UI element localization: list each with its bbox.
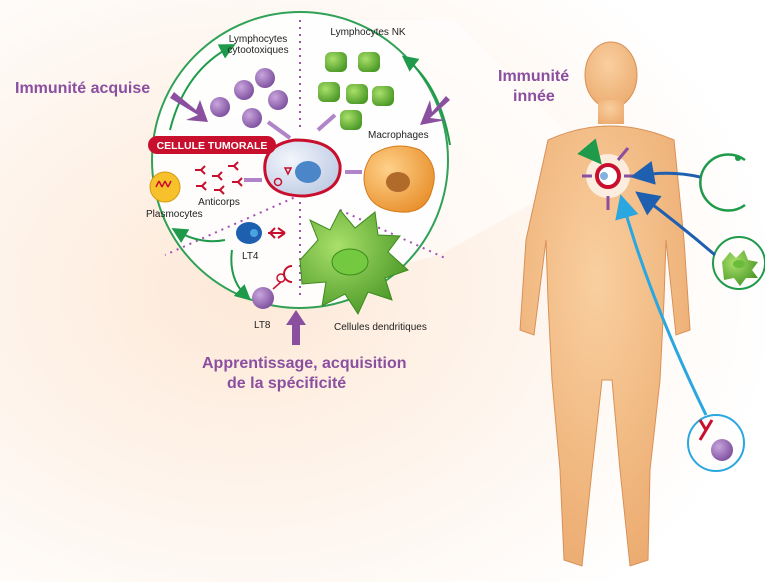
tumor-label: CELLULE TUMORALE [157,140,268,152]
immunite-innee-label-1: Immunité [498,68,569,85]
macrophages-label: Macrophages [368,130,429,141]
lt8-icon [252,265,293,309]
blue-arrow-1 [630,161,701,185]
lymphocytes-nk-label: Lymphocytes NK [330,27,406,38]
dotted-dividers [164,20,446,300]
cellules-dendritiques-label: Cellules dendritiques [334,322,427,333]
immunite-innee-label-2: innée [513,88,555,105]
green-arrows [169,44,451,301]
arrow-innee [420,96,450,125]
lt8-label: LT8 [254,320,271,331]
nk-cell-icon [318,52,394,130]
arrow-nk [316,113,337,132]
blue-arrow-2 [635,191,716,257]
apprentissage-label-1: Apprentissage, acquisition [202,355,406,372]
tumor-label-badge: CELLULE TUMORALE [148,136,276,154]
dendritic-cell-icon [299,209,409,316]
plasmocyte-icon [149,171,181,203]
dendritic-cell-icon [712,236,765,290]
side-receptor-icon [699,153,746,212]
tumor-cell-icon [263,138,342,198]
plasmocytes-label: Plasmocytes [146,209,203,220]
antibody-icon [195,161,243,195]
macrophage-icon [363,145,435,213]
light-blue-arrow [615,194,708,416]
lt4-icon [236,222,286,244]
lt4-label: LT4 [242,251,259,262]
arrow-acquise [170,92,208,122]
human-body-icon [519,41,691,567]
arrow-cyto [266,120,292,140]
immunite-acquise-label: Immunité acquise [15,80,150,97]
anticorps-label: Anticorps [198,197,240,208]
lymphocytes-cyto-label-1: Lymphocytes [229,34,288,45]
lymphocytes-cyto-label-2: cytootoxiques [227,45,288,56]
chest-tumor-icon [577,138,634,210]
cytotoxic-lymphocytes-icon [210,68,288,128]
antibody-lymphocyte-icon [687,414,745,472]
arrow-apprentissage [286,310,306,345]
apprentissage-label-2: de la spécificité [227,375,346,392]
